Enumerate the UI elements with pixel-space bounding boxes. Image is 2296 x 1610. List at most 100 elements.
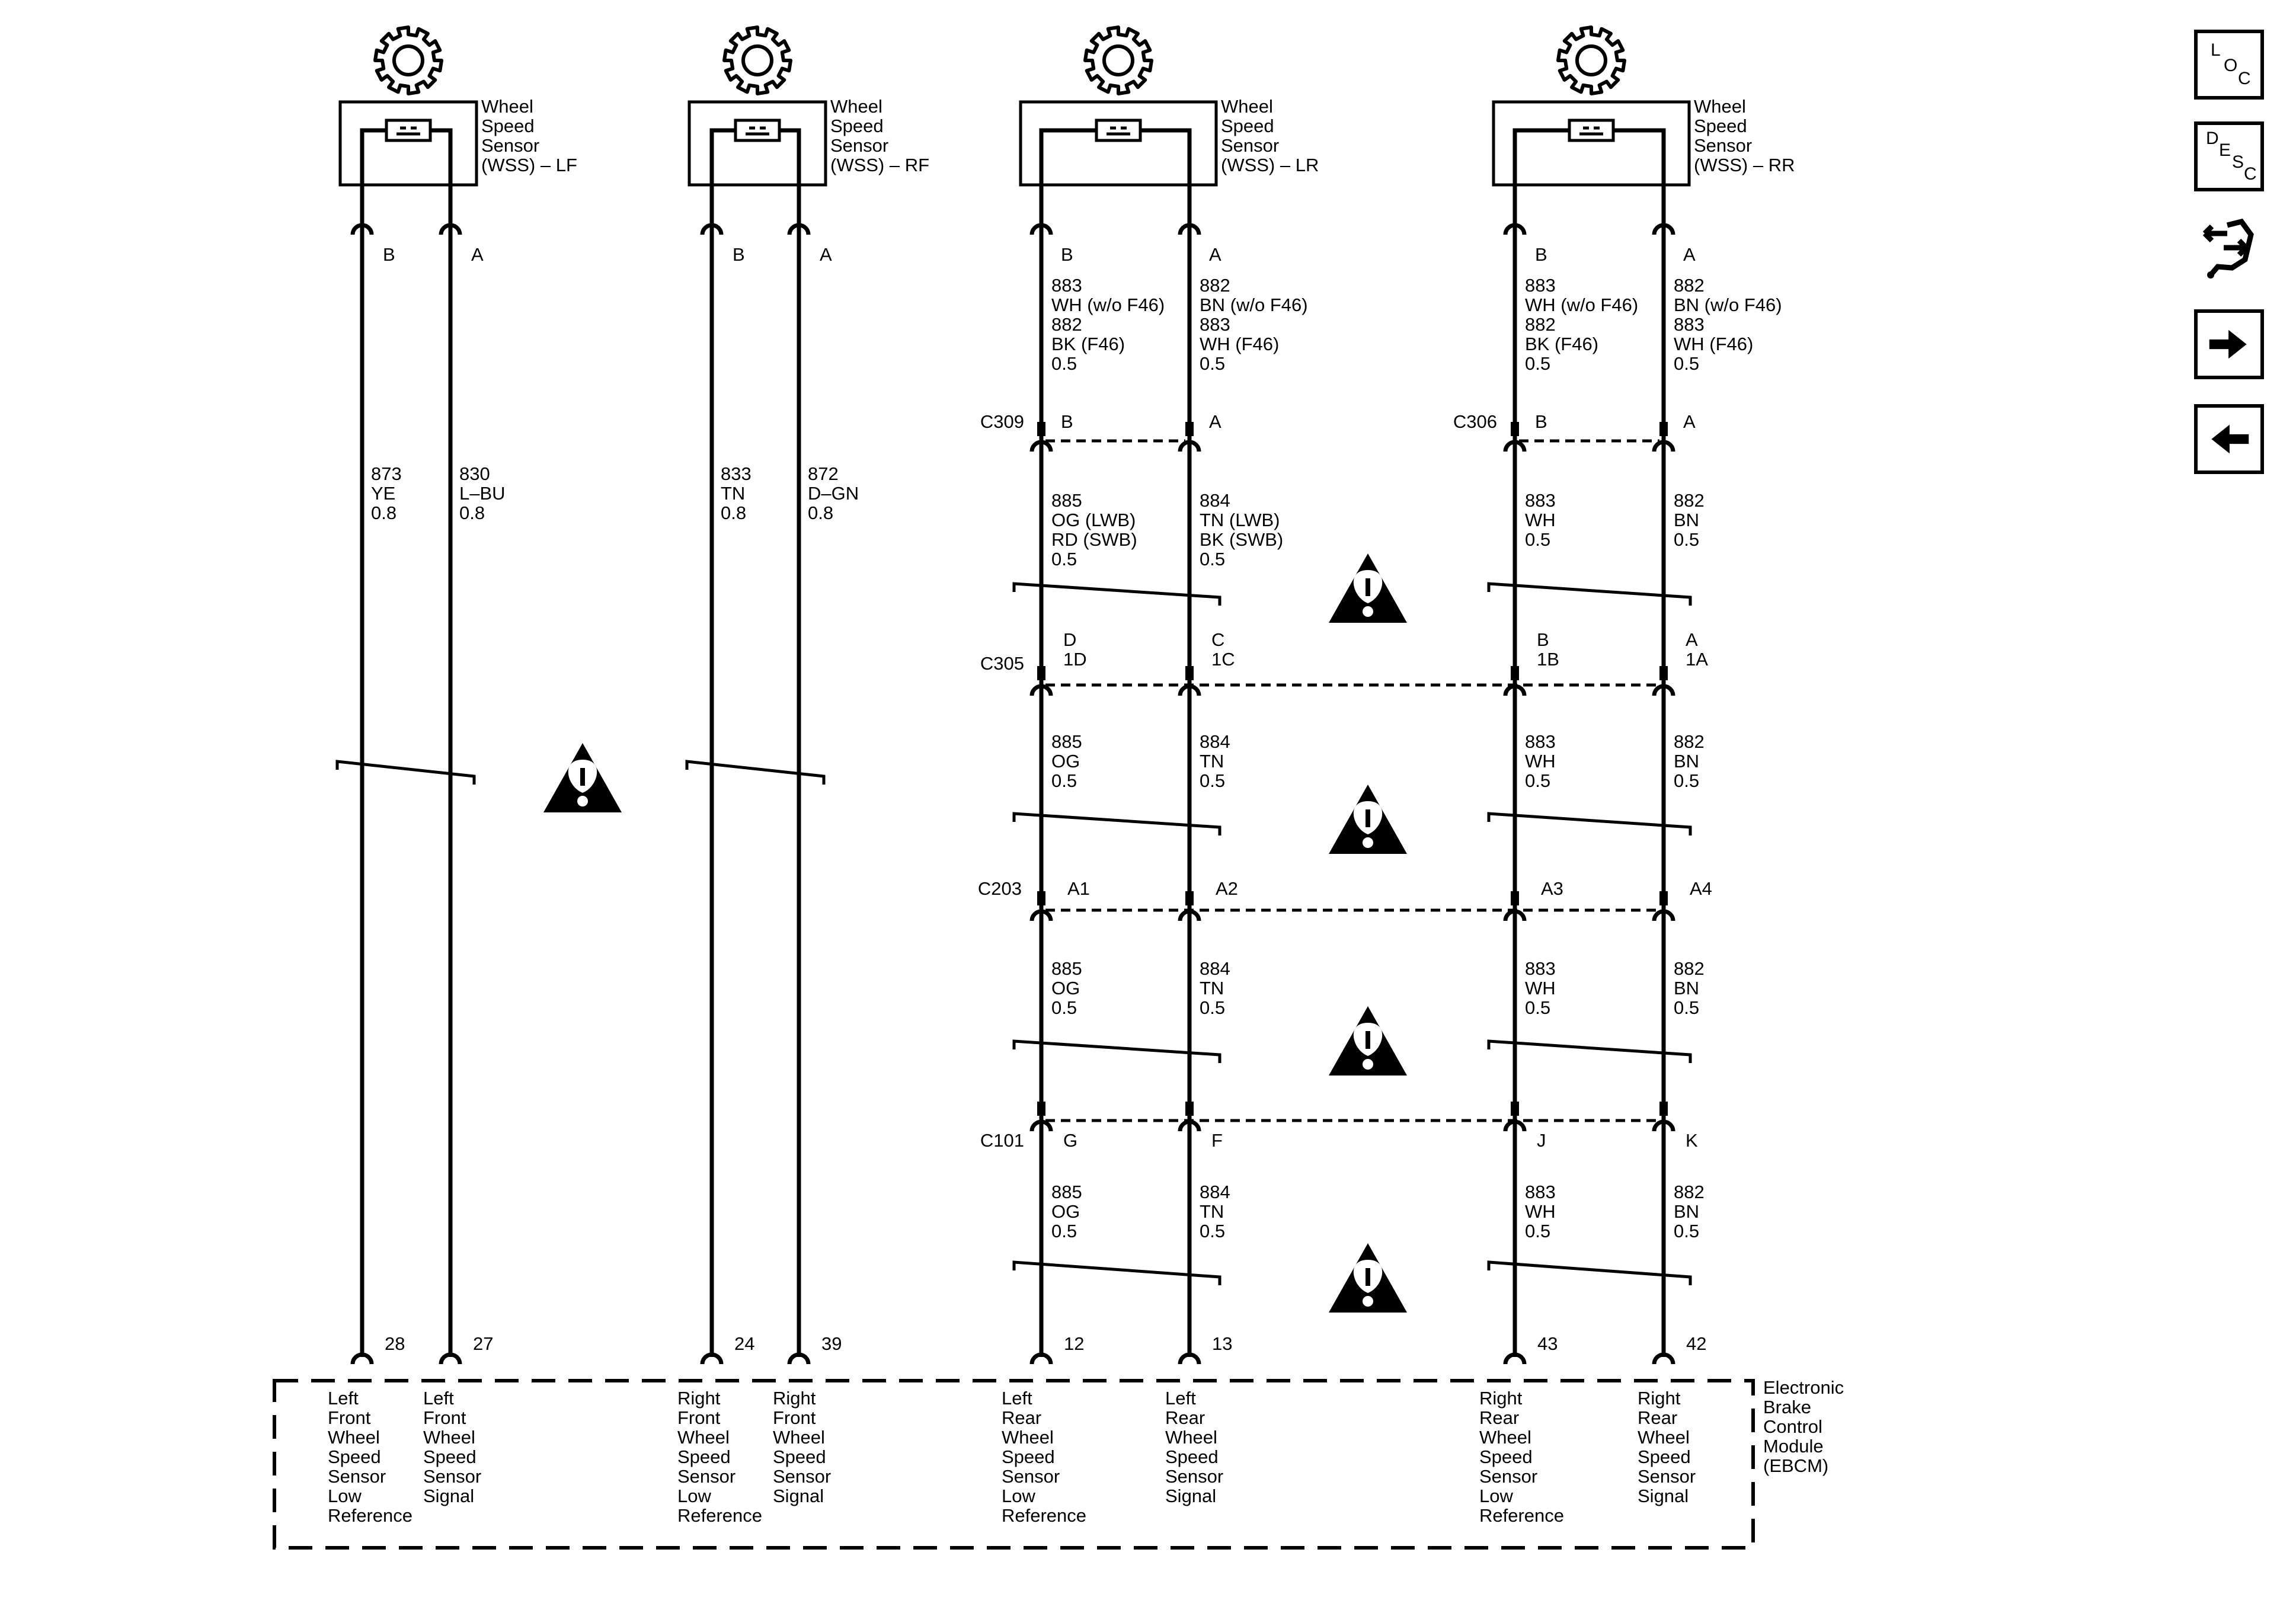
c306-name: C306	[1453, 411, 1497, 432]
ebcm-function-1-line-3: Speed	[423, 1446, 477, 1467]
break-mark-lr-4	[1012, 1260, 1221, 1285]
gear-icon-1-hub	[741, 44, 773, 76]
rear-upper-wire-label-3-line-3: WH (F46)	[1674, 334, 1753, 354]
previous-page-button[interactable]	[2194, 404, 2264, 474]
front-wire-label-0-line-2: 0.8	[371, 502, 396, 523]
ebcm-function-1-line-5: Signal	[423, 1486, 474, 1506]
ebcm-function-2-line-5: Low	[677, 1486, 711, 1506]
ebcm-cup-2	[700, 1352, 724, 1365]
wss-element-2	[1095, 119, 1142, 142]
ebcm-function-6-line-4: Sensor	[1479, 1466, 1537, 1487]
ebcm-cup-7	[1652, 1352, 1675, 1365]
c203-terminal-top-3	[1659, 891, 1668, 905]
rear-seg2-wire-label-2-line-1: WH	[1525, 510, 1556, 530]
wss-rf-pin-a: A	[820, 244, 832, 265]
ebcm-function-0-line-1: Front	[328, 1407, 371, 1428]
desc-button[interactable]: D E S C	[2194, 121, 2264, 191]
rear-seg3-wire-label-1-line-1: TN	[1200, 751, 1224, 772]
ebcm-function-4-line-2: Wheel	[1002, 1427, 1054, 1448]
ebcm-cup-4	[1029, 1352, 1053, 1365]
ebcm-pin-27: 27	[473, 1333, 493, 1354]
gear-icon-0	[373, 25, 443, 95]
front-wire-label-3-line-1: D–GN	[808, 483, 859, 504]
ebcm-function-4-line-1: Rear	[1002, 1407, 1041, 1428]
ebcm-function-6-line-2: Wheel	[1479, 1427, 1531, 1448]
rear-seg3-wire-label-2-line-0: 883	[1525, 731, 1556, 752]
rear-seg5-wire-label-0-line-1: OG	[1051, 1201, 1080, 1222]
rear-seg3-wire-label-0-line-2: 0.5	[1051, 770, 1077, 791]
rear-seg4-wire-label-0-line-1: OG	[1051, 978, 1080, 998]
ebcm-pin-24: 24	[734, 1333, 754, 1354]
c305-cup-0	[1029, 684, 1053, 696]
ebcm-function-1-line-0: Left	[423, 1388, 454, 1409]
c309-cup-1	[1178, 440, 1201, 452]
rear-seg4-wire-label-3-line-2: 0.5	[1674, 997, 1699, 1018]
rear-seg2-wire-label-2-line-0: 883	[1525, 490, 1556, 511]
c203-pin-3: A4	[1690, 878, 1712, 899]
rear-upper-wire-label-3-line-4: 0.5	[1674, 353, 1699, 374]
ebcm-pin-39: 39	[821, 1333, 842, 1354]
wss-lr-pin-a: A	[1209, 244, 1221, 265]
break-mark-rr-4	[1487, 1260, 1692, 1285]
wss-title-3-line-1: Speed	[1694, 116, 1747, 136]
c101-pin-0: G	[1063, 1130, 1077, 1151]
rear-seg2-wire-label-1-line-0: 884	[1200, 490, 1230, 511]
ebcm-title-line-2: Control	[1763, 1416, 1822, 1437]
gear-icon-0-hub	[392, 44, 424, 76]
ebcm-function-2-line-4: Sensor	[677, 1466, 736, 1487]
ebcm-function-1-line-4: Sensor	[423, 1466, 481, 1487]
wss-title-1-line-2: Sensor	[830, 135, 888, 156]
c101-pin-3: K	[1686, 1130, 1698, 1151]
ebcm-title-line-0: Electronic	[1763, 1377, 1844, 1398]
break-mark-rr-2	[1487, 812, 1692, 836]
rear-seg5-wire-label-2-line-2: 0.5	[1525, 1221, 1550, 1241]
desc-d: D	[2206, 129, 2219, 148]
next-page-button[interactable]	[2194, 309, 2264, 379]
c101-terminal-top-3	[1659, 1102, 1668, 1116]
rear-upper-wire-label-0-line-4: 0.5	[1051, 353, 1077, 374]
gear-icon-3-outline	[1556, 25, 1626, 95]
c309-name: C309	[980, 411, 1024, 432]
rear-seg2-wire-label-1-line-2: BK (SWB)	[1200, 529, 1283, 550]
rear-seg5-wire-label-2-line-0: 883	[1525, 1182, 1556, 1202]
ebcm-function-6-line-0: Right	[1479, 1388, 1523, 1409]
wss-lr-pin-b: B	[1061, 244, 1073, 265]
rear-seg3-wire-label-1-line-0: 884	[1200, 731, 1230, 752]
ebcm-function-6-line-6: Reference	[1479, 1505, 1564, 1526]
gear-icon-2	[1083, 25, 1153, 95]
c305-terminal-top-3	[1659, 666, 1668, 680]
c306-pin-b: B	[1535, 411, 1547, 432]
c309-terminal-top-0	[1037, 422, 1045, 436]
sensor-connector-cup-front-1	[439, 223, 462, 235]
break-mark-rr-3	[1487, 1039, 1692, 1063]
c305-cup-3	[1652, 684, 1675, 696]
ebcm-function-0-line-0: Left	[328, 1388, 359, 1409]
c203-pin-0: A1	[1067, 878, 1090, 899]
c305-pin-2-a: B	[1537, 629, 1549, 650]
rear-upper-wire-label-2-line-4: 0.5	[1525, 353, 1550, 374]
ebcm-function-2-line-2: Wheel	[677, 1427, 730, 1448]
warning-icon-rear-4	[1329, 1243, 1407, 1313]
c101-cup-3	[1652, 1119, 1675, 1132]
wss-title-0-line-0: Wheel	[481, 96, 533, 117]
ebcm-function-2-line-3: Speed	[677, 1446, 731, 1467]
desc-s: S	[2232, 152, 2244, 172]
ebcm-function-7-line-0: Right	[1638, 1388, 1681, 1409]
c306-cup-0	[1503, 440, 1527, 452]
ebcm-pin-28: 28	[385, 1333, 405, 1354]
wss-title-2-line-0: Wheel	[1221, 96, 1273, 117]
c101-cup-0	[1029, 1119, 1053, 1132]
ebcm-function-3-line-2: Wheel	[773, 1427, 825, 1448]
wss-title-0-line-3: (WSS) – LF	[481, 155, 577, 175]
ebcm-function-5-line-0: Left	[1165, 1388, 1196, 1409]
connector-end-view-button[interactable]	[2194, 213, 2264, 283]
loc-button[interactable]: L O C	[2194, 30, 2264, 100]
ebcm-function-5-line-4: Sensor	[1165, 1466, 1223, 1487]
wss-element-symbol-1	[746, 126, 769, 136]
c203-name: C203	[978, 878, 1022, 899]
wss-title-0-line-1: Speed	[481, 116, 535, 136]
ebcm-function-4-line-4: Sensor	[1002, 1466, 1060, 1487]
front-wire-label-0-line-1: YE	[371, 483, 395, 504]
c306-terminal-top-0	[1511, 422, 1519, 436]
